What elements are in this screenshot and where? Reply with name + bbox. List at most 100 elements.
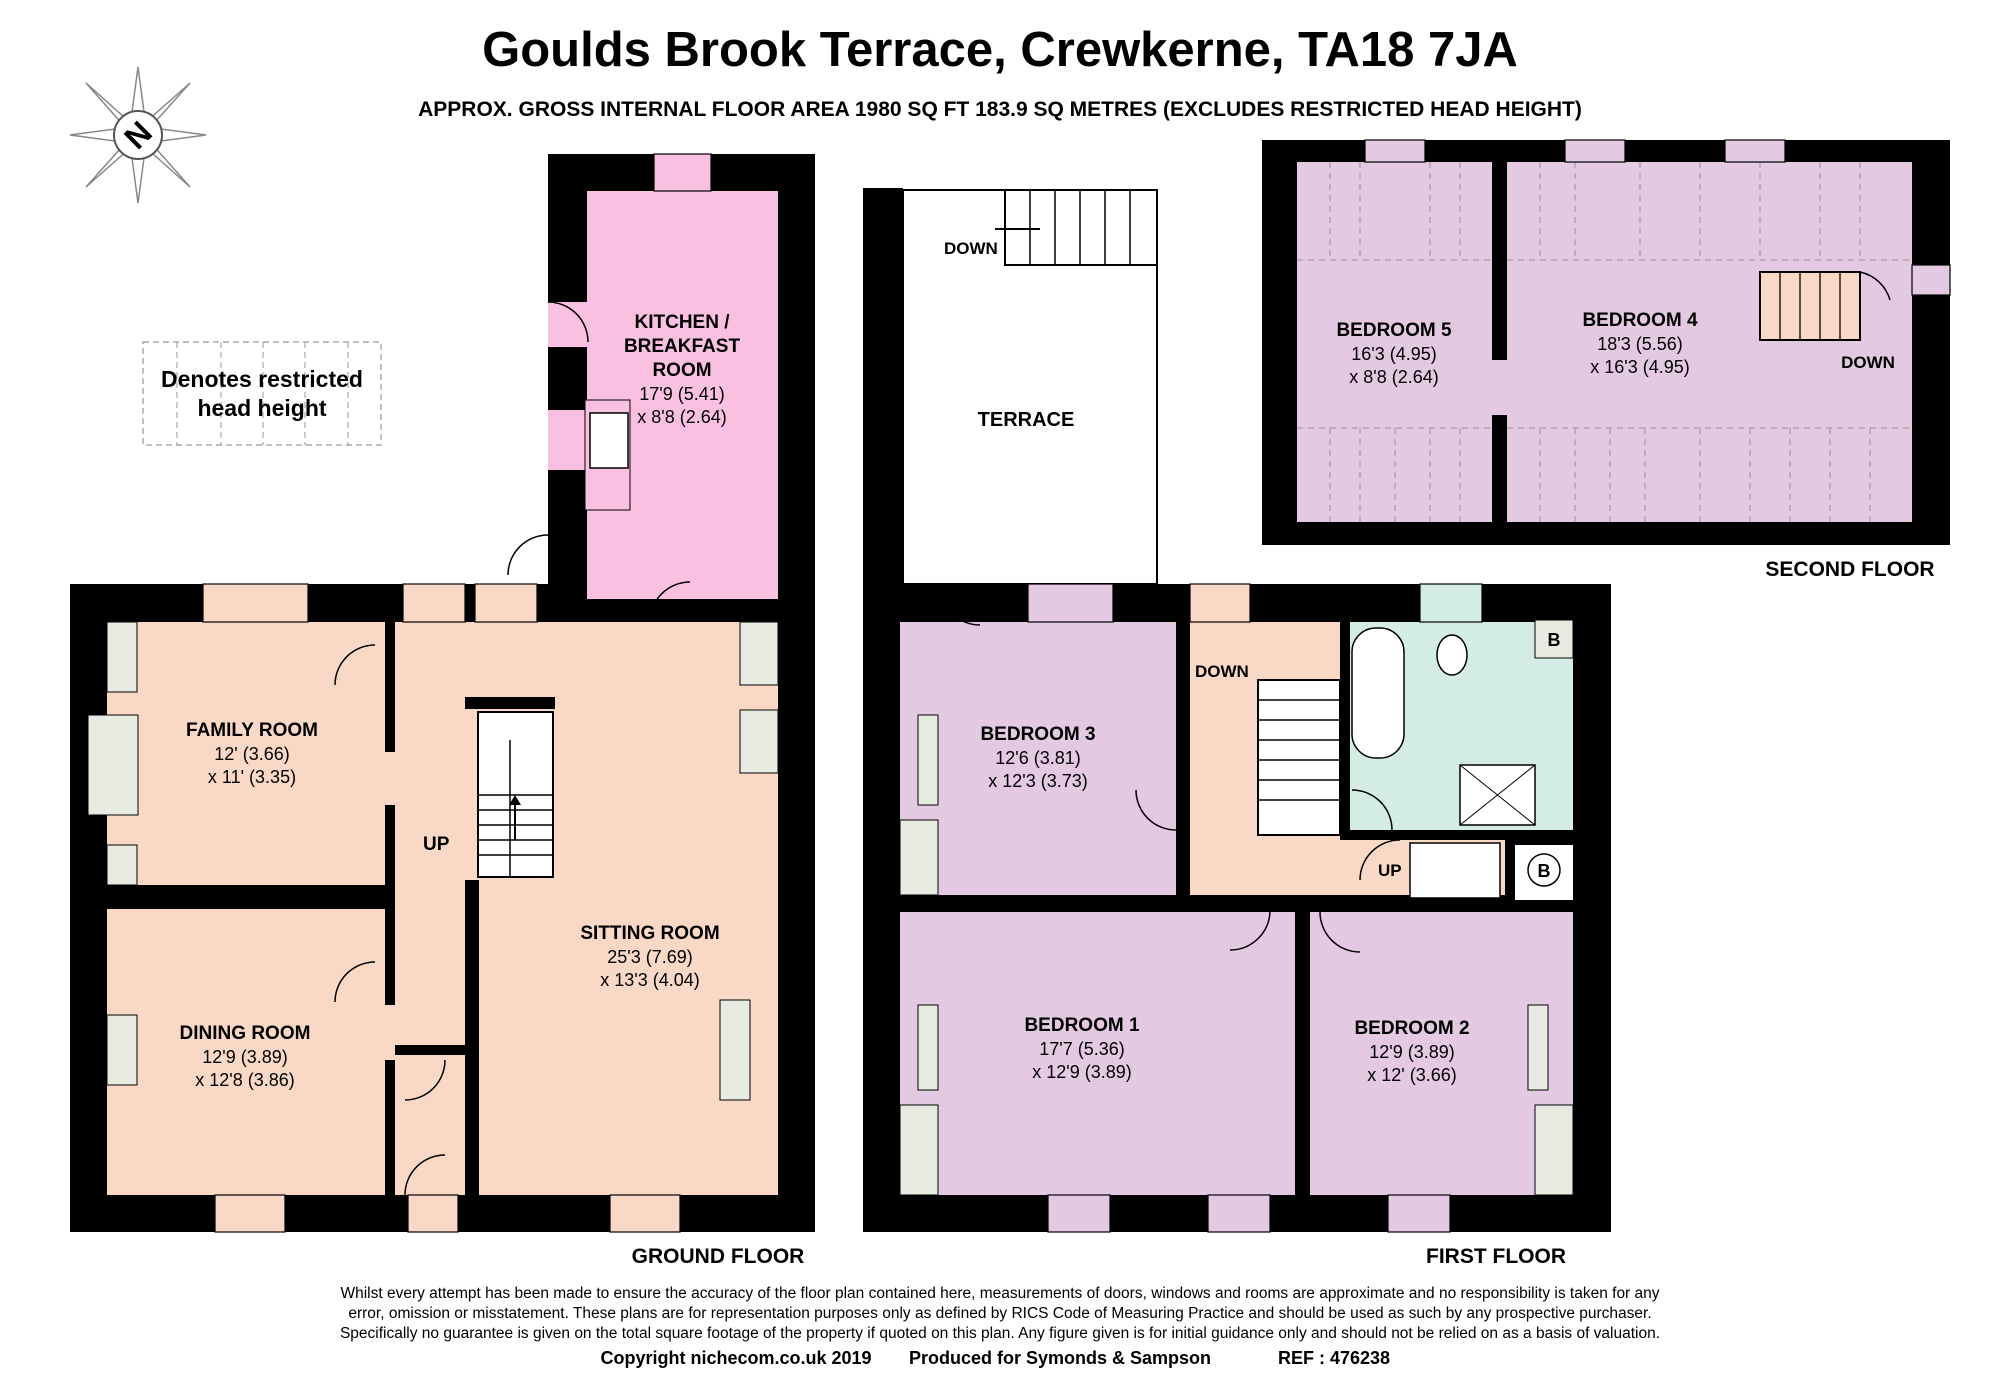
boiler-label-bathroom: B xyxy=(1548,630,1561,650)
wall-bedrooms-row xyxy=(900,895,1573,912)
page-subtitle: APPROX. GROSS INTERNAL FLOOR AREA 1980 S… xyxy=(418,98,1582,121)
bedroom-1-dim-2: x 12'9 (3.89) xyxy=(1032,1062,1132,1082)
bedroom-2-dim-2: x 12' (3.66) xyxy=(1367,1065,1456,1085)
legend-hatching xyxy=(176,342,349,445)
kitchen-dim-2: x 8'8 (2.64) xyxy=(637,407,726,427)
shower-diagonal-2 xyxy=(1459,764,1536,826)
bedroom-5-label: BEDROOM 5 xyxy=(1336,320,1452,341)
bedroom-5 xyxy=(1297,162,1492,522)
first-floor-windows xyxy=(1027,583,1483,1233)
ground-stairs-up-label: UP xyxy=(423,834,450,855)
first-stairs-up-label: UP xyxy=(1378,861,1402,880)
bedroom-2-label: BEDROOM 2 xyxy=(1354,1018,1469,1039)
wall-hall-sitting xyxy=(465,880,479,1195)
dining-room-label: DINING ROOM xyxy=(180,1023,311,1044)
boiler-circle-icon xyxy=(1527,853,1561,887)
wall-family-dining xyxy=(107,885,395,909)
first-floor-label: FIRST FLOOR xyxy=(1426,1245,1566,1268)
wall-bedroom3-landing xyxy=(1176,622,1190,895)
bedroom-5-dim-2: x 8'8 (2.64) xyxy=(1349,367,1438,387)
wall-landing-bathroom xyxy=(1340,622,1350,840)
bedroom-2-dim-1: 12'9 (3.89) xyxy=(1369,1042,1455,1062)
bedroom-4-dim-2: x 16'3 (4.95) xyxy=(1590,357,1690,377)
compass-rose: N xyxy=(69,66,207,204)
bedroom-3 xyxy=(900,622,1176,895)
kitchen-side-door-opening xyxy=(548,302,587,347)
ground-floor-fittings xyxy=(87,399,779,1101)
disclaimer-line-2: error, omission or misstatement. These p… xyxy=(348,1305,1651,1322)
family-room-label: FAMILY ROOM xyxy=(186,720,318,741)
ground-floor-door-swings xyxy=(334,301,691,1196)
page-title: Goulds Brook Terrace, Crewkerne, TA18 7J… xyxy=(482,23,1518,77)
bedroom-1-label: BEDROOM 1 xyxy=(1024,1015,1140,1036)
toilet-icon xyxy=(1436,634,1468,676)
terrace-staircase xyxy=(1004,189,1158,266)
wall-bedroom5-bedroom4 xyxy=(1492,162,1507,522)
ground-stair-arrowhead-icon xyxy=(509,795,521,805)
bedroom-3-dim-1: 12'6 (3.81) xyxy=(995,748,1081,768)
dining-room-dim-2: x 12'8 (3.86) xyxy=(195,1070,295,1090)
second-stairs-down-label: DOWN xyxy=(1841,353,1895,372)
boiler-cupboard-bathroom xyxy=(1534,619,1574,659)
compass-center-icon xyxy=(113,110,163,160)
terrace-side-wall xyxy=(863,188,903,588)
kitchen-side-window xyxy=(548,410,587,470)
family-room-dim-2: x 11' (3.35) xyxy=(208,767,296,787)
kitchen-room xyxy=(587,191,778,599)
kitchen-label-2: BREAKFAST xyxy=(624,336,741,357)
terrace-stair-treads xyxy=(1029,190,1131,265)
second-floor-restricted-hatching xyxy=(1297,162,1912,522)
second-floor-staircase xyxy=(1759,271,1861,341)
wall-bathroom-bottom xyxy=(1350,830,1573,840)
legend-line-1: Denotes restricted xyxy=(161,366,363,392)
first-stairs-down-label: DOWN xyxy=(1195,662,1249,681)
sitting-room-dim-2: x 13'3 (4.04) xyxy=(600,970,700,990)
dining-room-dim-1: 12'9 (3.89) xyxy=(202,1047,288,1067)
legend-line-2: head height xyxy=(197,395,326,421)
second-floor-plan: DOWN BEDROOM 5 16'3 (4.95) x 8'8 (2.64) … xyxy=(1262,139,1951,581)
kitchen-sink-icon xyxy=(589,412,629,469)
sitting-room-dim-1: 25'3 (7.69) xyxy=(607,947,693,967)
family-room xyxy=(107,622,385,885)
terrace-label: TERRACE xyxy=(978,409,1075,431)
footer-reference: REF : 476238 xyxy=(1278,1348,1390,1368)
first-floor-door-swings xyxy=(939,584,1401,953)
legend-box xyxy=(142,341,382,446)
bedroom-4 xyxy=(1507,162,1912,522)
ground-floor-plan: UP xyxy=(70,153,815,1268)
boiler-label-landing: B xyxy=(1538,861,1551,881)
wall-hall-porch xyxy=(395,1045,465,1055)
ground-floor-windows xyxy=(202,153,712,1233)
bedroom-3-dim-2: x 12'3 (3.73) xyxy=(988,771,1088,791)
wall-dining-hall-lower xyxy=(385,1060,395,1195)
second-stair-door-swing xyxy=(1859,271,1891,301)
second-stair-treads xyxy=(1779,272,1841,340)
terrace-stairs-down-label: DOWN xyxy=(944,239,998,258)
bedroom-5-dim-1: 16'3 (4.95) xyxy=(1351,344,1437,364)
footer-produced-for: Produced for Symonds & Sampson xyxy=(909,1348,1211,1368)
sitting-room-label: SITTING ROOM xyxy=(580,923,719,944)
second-floor-stair-start xyxy=(1409,842,1501,899)
first-floor-fittings xyxy=(899,714,1574,1196)
door-bedroom5-bedroom4 xyxy=(1492,360,1507,415)
hall-and-sitting-area xyxy=(398,622,778,1195)
second-floor-label: SECOND FLOOR xyxy=(1765,558,1934,581)
disclaimer-line-3: Specifically no guarantee is given on th… xyxy=(340,1325,1660,1342)
kitchen-dim-1: 17'9 (5.41) xyxy=(639,384,725,404)
bedroom-4-label: BEDROOM 4 xyxy=(1582,310,1698,331)
dining-room xyxy=(107,909,385,1195)
second-floor-windows xyxy=(1364,139,1951,296)
disclaimer-line-1: Whilst every attempt has been made to en… xyxy=(340,1285,1659,1302)
bath-tub-icon xyxy=(1351,627,1405,759)
wall-family-hall-upper xyxy=(385,622,395,752)
wall-bedroom1-bedroom2 xyxy=(1295,912,1310,1195)
bedroom-1 xyxy=(900,912,1295,1195)
footer-copyright: Copyright nichecom.co.uk 2019 xyxy=(600,1348,871,1368)
bedroom-1-dim-1: 17'7 (5.36) xyxy=(1039,1039,1125,1059)
first-stair-treads xyxy=(1258,699,1340,801)
bedroom-3-label: BEDROOM 3 xyxy=(980,724,1095,745)
first-floor-plan: DOWN TERRACE DOWN UP B xyxy=(863,188,1611,1268)
kitchen-label-3: ROOM xyxy=(652,360,711,381)
kitchen-label-1: KITCHEN / xyxy=(635,312,731,333)
